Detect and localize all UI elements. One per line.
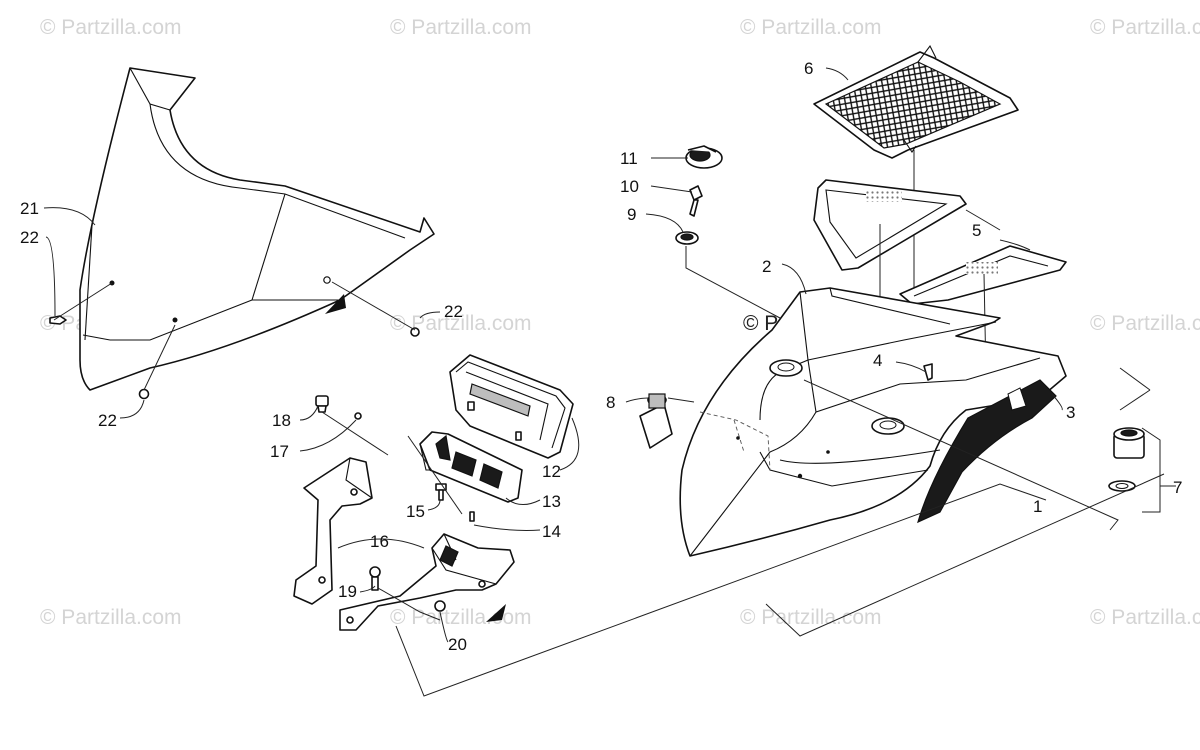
watermark: © Partzilla.com bbox=[740, 16, 882, 39]
callout-14: 14 bbox=[542, 522, 561, 541]
callout-18: 18 bbox=[272, 411, 291, 430]
callout-22: 22 bbox=[20, 228, 39, 247]
callout-21: 21 bbox=[20, 199, 39, 218]
callout-2: 2 bbox=[762, 257, 771, 276]
callouts: 1 2 3 4 5 6 7 8 9 10 11 12 13 14 15 16 1… bbox=[20, 59, 1182, 654]
watermark: © Partzilla.com bbox=[740, 606, 882, 629]
callout-22: 22 bbox=[444, 302, 463, 321]
hood-part bbox=[679, 263, 1067, 557]
callout-22: 22 bbox=[98, 411, 117, 430]
callout-7: 7 bbox=[1173, 478, 1182, 497]
watermark: © Partzilla.com bbox=[390, 16, 532, 39]
screw-part bbox=[49, 315, 420, 400]
fastener-part bbox=[359, 566, 449, 643]
callout-6: 6 bbox=[804, 59, 813, 78]
callout-8: 8 bbox=[606, 393, 615, 412]
cap-part bbox=[1108, 427, 1176, 513]
windshield-part bbox=[79, 67, 435, 391]
callout-19: 19 bbox=[338, 582, 357, 601]
watermark: © Partzilla.com bbox=[1090, 16, 1200, 39]
switch-part bbox=[625, 393, 695, 449]
watermark: © Partzilla.com bbox=[40, 16, 182, 39]
callout-9: 9 bbox=[627, 205, 636, 224]
callout-1: 1 bbox=[1033, 497, 1042, 516]
callout-3: 3 bbox=[1066, 403, 1075, 422]
watermark: © Partzilla.com bbox=[1090, 312, 1200, 335]
callout-5: 5 bbox=[972, 221, 981, 240]
callout-13: 13 bbox=[542, 492, 561, 511]
windshield-leaders bbox=[43, 207, 441, 419]
watermark: © Partzilla.com bbox=[1090, 606, 1200, 629]
callout-11: 11 bbox=[620, 149, 638, 168]
bolt-part bbox=[299, 395, 389, 456]
pin-part bbox=[407, 435, 541, 531]
callout-16: 16 bbox=[370, 532, 389, 551]
callout-12: 12 bbox=[542, 462, 561, 481]
callout-15: 15 bbox=[406, 502, 425, 521]
watermark: © Partzilla.com bbox=[40, 606, 182, 629]
mount-bracket-part bbox=[293, 457, 515, 631]
callout-20: 20 bbox=[448, 635, 467, 654]
callout-10: 10 bbox=[620, 177, 639, 196]
watermarks: © Partzilla.com © Partzilla.com © Partzi… bbox=[40, 16, 1200, 629]
watermark: © Partzilla.com bbox=[390, 606, 532, 629]
callout-4: 4 bbox=[873, 351, 882, 370]
gauge-part bbox=[449, 354, 580, 471]
watermark: © Partzilla.com bbox=[390, 312, 532, 335]
mesh-grille-part bbox=[813, 44, 1019, 380]
assembly-leaders bbox=[395, 367, 1165, 697]
plate-bracket-part bbox=[419, 431, 541, 505]
callout-17: 17 bbox=[270, 442, 289, 461]
ignition-key-part bbox=[645, 145, 787, 361]
